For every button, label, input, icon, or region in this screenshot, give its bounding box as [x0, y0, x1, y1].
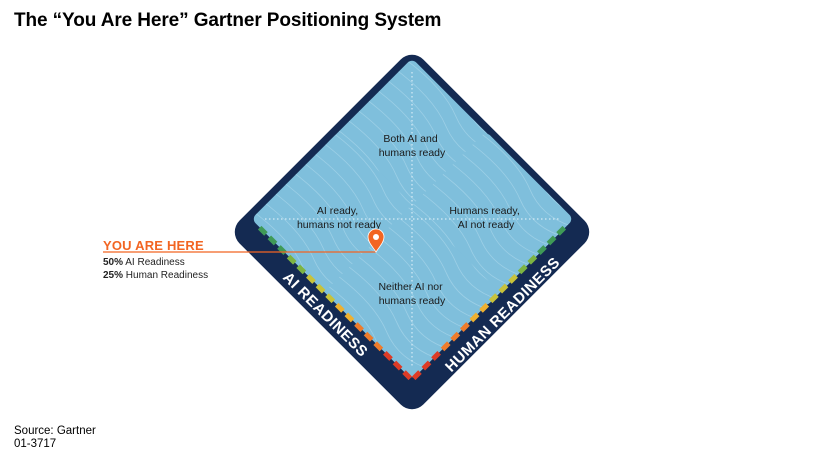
- you-are-here-label: YOU ARE HERE: [103, 238, 204, 253]
- human-readiness-value-line: 25% Human Readiness: [103, 270, 208, 281]
- ai-readiness-gauge: [257, 225, 413, 381]
- ai-readiness-gauge-segment: [373, 341, 384, 352]
- source-line: Source: Gartner: [14, 425, 96, 437]
- human-readiness-gauge-segment: [508, 274, 518, 284]
- human-readiness-gauge-segment: [546, 235, 557, 246]
- human-readiness-gauge-segment: [556, 225, 567, 236]
- ai-readiness-gauge-segment: [267, 235, 278, 246]
- ai-readiness-gauge-segment: [296, 264, 307, 275]
- human-readiness-gauge-segment: [498, 283, 509, 294]
- quadrant-top-label: Both AI and humans ready: [379, 133, 446, 159]
- human-readiness-gauge: [411, 225, 567, 381]
- ai-readiness-gauge-segment: [306, 274, 316, 284]
- ai-readiness-gauge-segment: [325, 293, 336, 304]
- quadrant-left-label: AI ready, humans not ready: [297, 205, 382, 231]
- ai-readiness-gauge-segment: [344, 312, 355, 323]
- page-title: The “You Are Here” Gartner Positioning S…: [14, 10, 442, 31]
- ai-readiness-value: 50%: [103, 257, 124, 268]
- source-note: Source: Gartner 01-3717: [14, 425, 96, 451]
- ai-readiness-gauge-segment: [402, 370, 413, 381]
- human-readiness-gauge-segment: [469, 312, 480, 323]
- human-readiness-gauge-segment: [488, 293, 499, 304]
- ai-readiness-gauge-segment: [354, 322, 364, 332]
- quadrant-bottom-label: Neither AI nor humans ready: [378, 281, 446, 307]
- ai-readiness-gauge-segment: [383, 351, 393, 361]
- ai-readiness-text: AI Readiness: [125, 257, 185, 268]
- quadrant-right-label: Humans ready, AI not ready: [449, 205, 522, 231]
- quadrant-tiles: [251, 58, 574, 380]
- ai-readiness-gauge-segment: [334, 302, 345, 313]
- figure-id: 01-3717: [14, 438, 57, 450]
- human-readiness-gauge-segment: [421, 360, 432, 371]
- ai-readiness-gauge-segment: [286, 254, 297, 265]
- ai-readiness-value-line: 50% AI Readiness: [103, 257, 185, 268]
- human-readiness-gauge-segment: [450, 331, 461, 342]
- ai-readiness-gauge-segment: [363, 331, 374, 342]
- human-readiness-gauge-segment: [479, 302, 490, 313]
- human-readiness-value: 25%: [103, 270, 124, 281]
- quadrant-divider-lines: [265, 72, 559, 366]
- human-readiness-gauge-segment: [517, 264, 528, 275]
- human-readiness-gauge-segment: [527, 254, 538, 265]
- human-readiness-gauge-segment: [431, 351, 441, 361]
- ai-readiness-gauge-segment: [315, 283, 326, 294]
- ai-readiness-gauge-segment: [392, 360, 403, 371]
- human-readiness-gauge-segment: [537, 245, 547, 255]
- human-readiness-gauge-segment: [411, 370, 422, 381]
- human-readiness-text: Human Readiness: [125, 270, 209, 281]
- map-pin-icon: [367, 228, 385, 253]
- ai-readiness-gauge-segment: [257, 225, 268, 236]
- human-readiness-gauge-segment: [460, 322, 470, 332]
- human-readiness-gauge-segment: [440, 341, 451, 352]
